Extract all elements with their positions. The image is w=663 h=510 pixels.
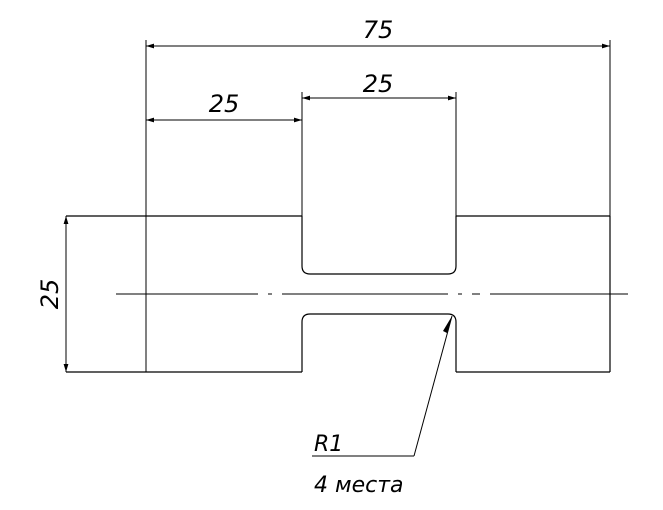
dimension-slot-width: 25 [302,70,456,101]
lower-slot [301,313,457,372]
extension-lines [145,40,611,372]
upper-slot [301,216,457,275]
dimension-label-height: 25 [36,279,64,310]
dimension-label-75: 75 [363,16,394,44]
dimension-overall-width: 75 [146,16,610,49]
count-label: 4 места [314,473,404,498]
dimension-label-slot-width: 25 [363,70,394,98]
dimension-label-left-offset: 25 [209,90,240,118]
dimension-height: 25 [36,216,69,372]
radius-label: R1 [314,432,343,457]
radius-leader [312,315,453,457]
dimension-left-offset: 25 [146,90,302,123]
